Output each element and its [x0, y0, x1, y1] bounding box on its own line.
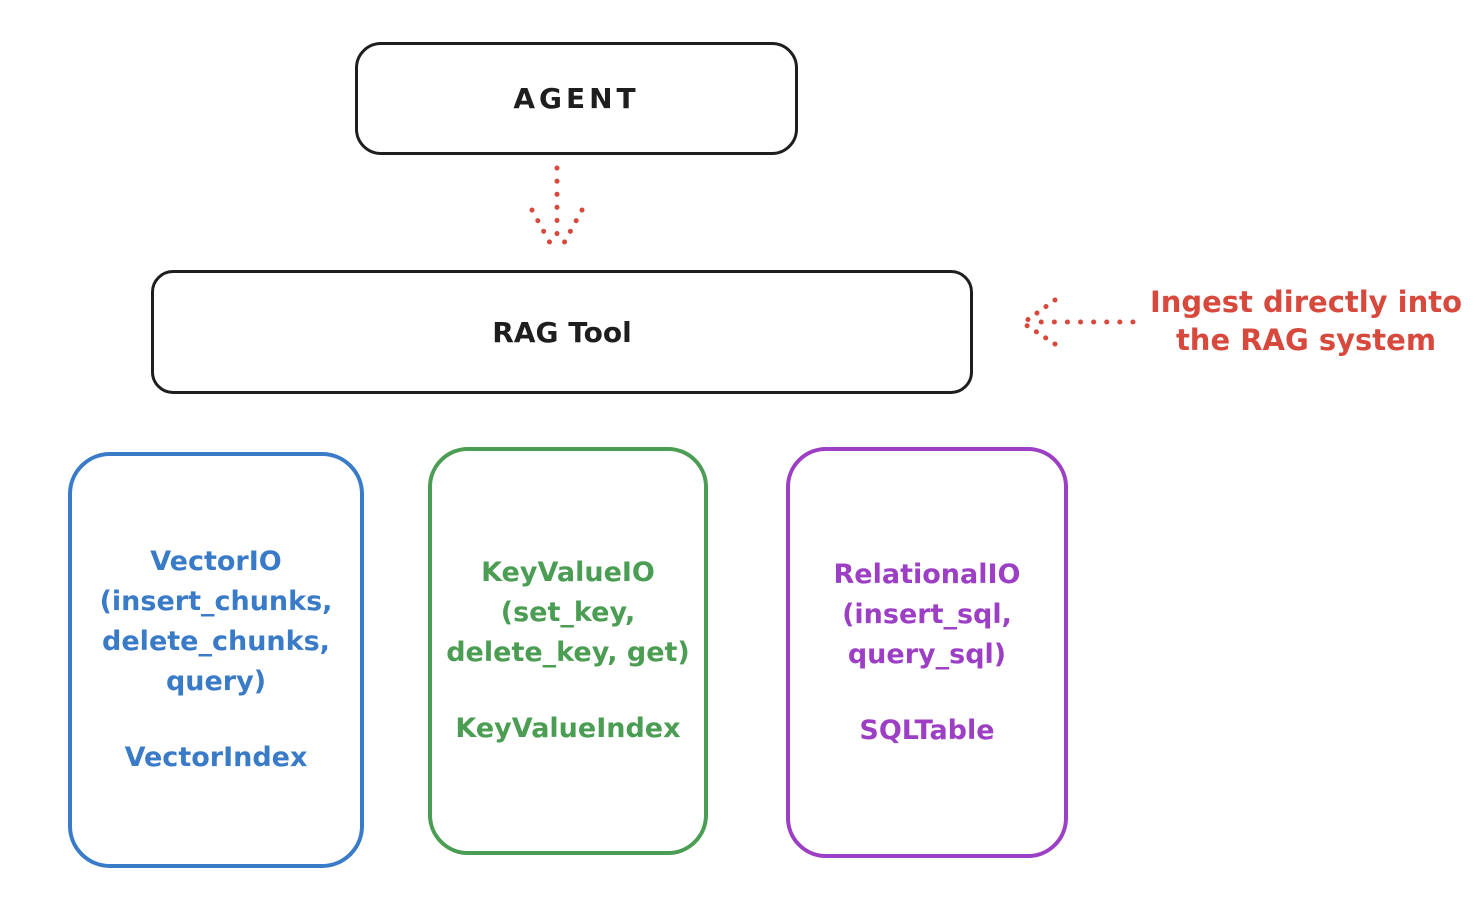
rag-tool-node: RAG Tool [151, 270, 973, 394]
ingest-annotation-line1: Ingest directly into [1149, 285, 1463, 319]
keyvalue-io-box: KeyValueIO (set_key, delete_key, get) Ke… [428, 447, 708, 855]
ingest-annotation: Ingest directly into the RAG system [1138, 283, 1474, 359]
line-gap [446, 673, 690, 709]
ingest-annotation-line2: the RAG system [1175, 323, 1437, 357]
agent-label: AGENT [513, 82, 640, 115]
backend-text: KeyValueIO (set_key, delete_key, get) Ke… [446, 553, 690, 749]
backend-line: delete_chunks, [102, 626, 330, 657]
rag-tool-label: RAG Tool [492, 315, 632, 349]
backend-index-label: VectorIndex [124, 742, 308, 773]
agent-node: AGENT [355, 42, 798, 155]
backend-line: delete_key, get) [446, 637, 690, 668]
ingest-into-ragtool-arrow [1023, 297, 1136, 347]
backend-line: query) [165, 666, 267, 697]
agent-to-ragtool-arrow [529, 165, 585, 255]
backend-text: RelationalIO (insert_sql, query_sql) SQL… [834, 555, 1021, 751]
backend-text: VectorIO (insert_chunks, delete_chunks, … [100, 542, 333, 778]
backend-line: (insert_chunks, [99, 586, 333, 617]
relational-io-box: RelationalIO (insert_sql, query_sql) SQL… [786, 447, 1068, 858]
vector-io-box: VectorIO (insert_chunks, delete_chunks, … [68, 452, 364, 868]
backend-line: query_sql) [847, 638, 1007, 670]
backend-line: KeyValueIO [481, 557, 655, 588]
backend-index-label: SQLTable [859, 714, 995, 746]
backend-line: (insert_sql, [842, 598, 1012, 630]
line-gap [100, 702, 333, 738]
backend-line: VectorIO [150, 546, 282, 577]
line-gap [834, 675, 1021, 711]
backend-index-label: KeyValueIndex [455, 713, 681, 744]
backend-line: (set_key, [500, 597, 636, 628]
backend-line: RelationalIO [833, 558, 1021, 590]
